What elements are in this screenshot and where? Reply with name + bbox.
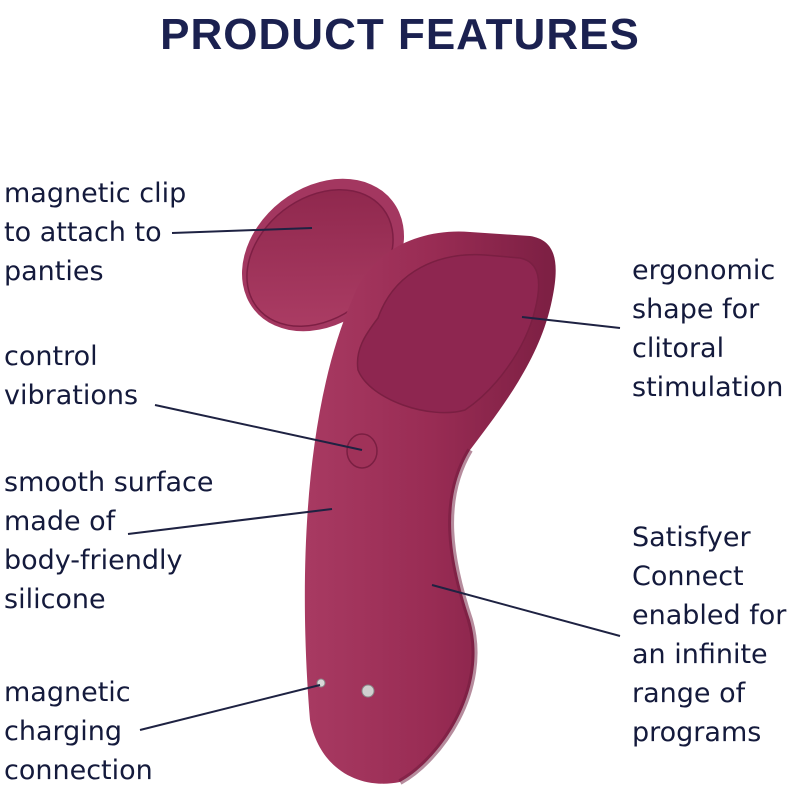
leader-lines (127, 227, 621, 731)
feature-magnetic-clip: magnetic clip to attach to panties (4, 178, 187, 287)
feature-control-vibrations: control vibrations (4, 341, 139, 411)
feature-satisfyer-connect: Satisfyer Connect enabled for an infinit… (632, 522, 787, 748)
feature-ergonomic-shape: ergonomic shape for clitoral stimulation (632, 255, 784, 403)
control-button (346, 433, 378, 469)
feature-smooth-surface: smooth surface made of body-friendly sil… (4, 467, 214, 615)
charging-contact (361, 684, 375, 698)
feature-magnetic-charging: magnetic charging connection (4, 677, 153, 786)
vibrator-body (304, 231, 556, 785)
page-title: PRODUCT FEATURES (160, 10, 640, 59)
